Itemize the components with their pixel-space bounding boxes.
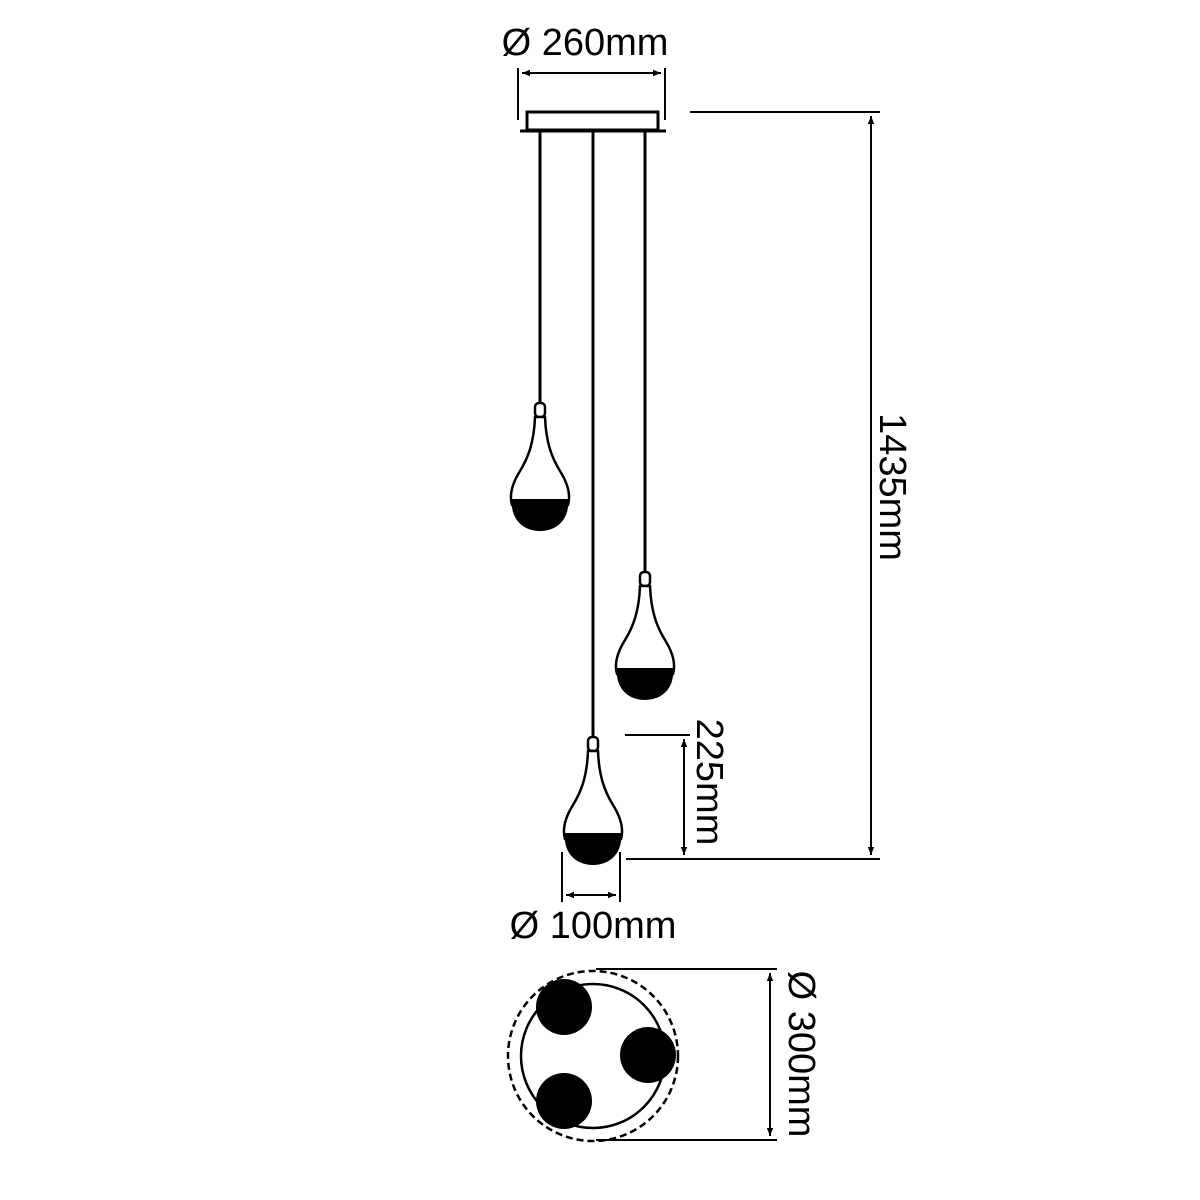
shade-dot-top [536,979,592,1035]
shade-diameter-label: Ø 100mm [510,905,677,947]
shade-center [562,735,624,865]
cluster-diameter-dimension: Ø 300mm [596,968,822,1141]
suspension-cables [538,131,647,737]
bottom-view [506,969,680,1143]
ceiling-canopy [520,110,666,133]
cluster-diameter-label: Ø 300mm [780,971,822,1138]
shade-height-dimension: 225mm [625,719,730,855]
shade-left [509,401,571,531]
shade-dot-bottom [536,1073,592,1129]
canopy-diameter-label: Ø 260mm [502,22,669,64]
canopy-diameter-dimension: Ø 260mm [502,22,669,120]
shade-right [614,570,676,700]
total-height-label: 1435mm [871,413,913,561]
total-height-dimension: 1435mm [626,111,913,860]
shade-dot-right [620,1027,676,1083]
shade-diameter-dimension: Ø 100mm [510,852,677,947]
outer-dashed-outline [506,969,680,1143]
shade-height-label: 225mm [688,719,730,846]
